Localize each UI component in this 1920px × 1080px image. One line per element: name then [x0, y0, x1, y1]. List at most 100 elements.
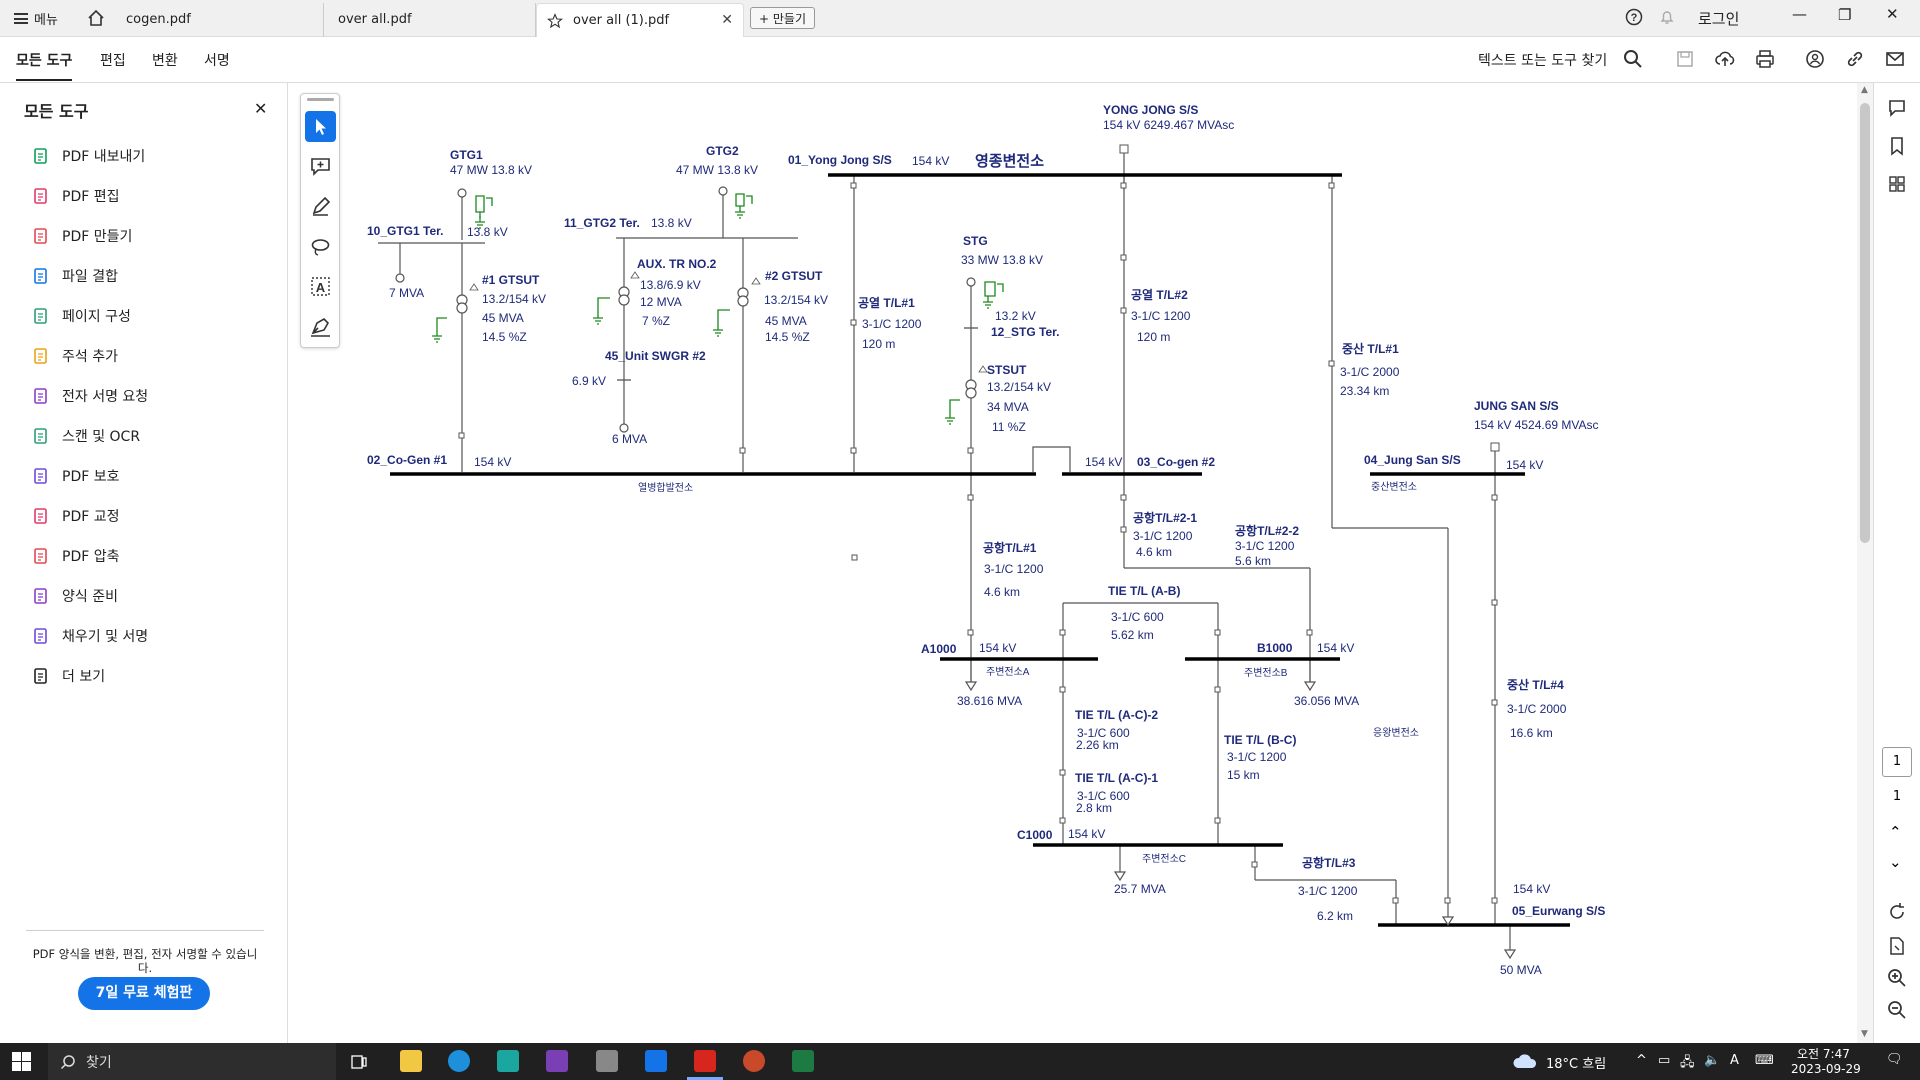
tie-ac2-l2: 2.26 km	[1076, 738, 1119, 752]
edit-pdf-icon	[32, 187, 50, 205]
sidebar-item-export-pdf[interactable]: PDF 내보내기	[32, 145, 145, 167]
sign-tool-button[interactable]	[305, 311, 336, 342]
free-trial-button[interactable]: 7일 무료 체험판	[78, 977, 210, 1010]
vertical-scrollbar[interactable]: ▲ ▼	[1857, 83, 1873, 1043]
ime-indicator[interactable]: A	[1730, 1053, 1739, 1068]
page-number-input[interactable]: 1	[1882, 747, 1912, 777]
gtg2-rating: 47 MW 13.8 kV	[676, 163, 758, 177]
bookmark-icon[interactable]	[1886, 135, 1908, 157]
next-page-icon[interactable]: ⌄	[1889, 853, 1902, 871]
sidebar-item-edit-pdf[interactable]: PDF 편집	[32, 185, 120, 207]
acrobat-icon[interactable]	[694, 1050, 716, 1072]
keyboard-icon[interactable]: ⌨	[1755, 1053, 1774, 1068]
powerpoint-icon[interactable]	[743, 1050, 765, 1072]
text-tool-button[interactable]: A	[305, 271, 336, 302]
sidebar-item-fill-sign[interactable]: 채우기 및 서명	[32, 625, 148, 647]
page-fit-icon[interactable]	[1886, 935, 1908, 957]
sidebar-item-organize-pages[interactable]: 페이지 구성	[32, 305, 131, 327]
zoom-in-icon[interactable]	[1886, 967, 1908, 989]
add-comment-button[interactable]	[305, 151, 336, 182]
scroll-down-icon[interactable]: ▼	[1861, 1029, 1868, 1039]
email-icon[interactable]	[1884, 48, 1906, 70]
load-arrows	[964, 681, 1517, 960]
document-canvas[interactable]	[289, 83, 1857, 1043]
app-blue-icon[interactable]	[645, 1050, 667, 1072]
help-icon[interactable]: ?	[1625, 8, 1643, 26]
sidebar-item-redact-pdf[interactable]: PDF 교정	[32, 505, 120, 527]
weather-text[interactable]: 18°C 흐림	[1546, 1057, 1607, 1072]
menu-edit[interactable]: 편집	[100, 53, 126, 69]
sidebar-item-protect-pdf[interactable]: PDF 보호	[32, 465, 120, 487]
find-tools-search[interactable]: 텍스트 또는 도구 찾기	[1478, 53, 1608, 69]
a1000-kr: 주변전소A	[986, 666, 1030, 678]
rotate-icon[interactable]	[1886, 901, 1908, 923]
menu-sign[interactable]: 서명	[204, 53, 230, 69]
app-device-icon[interactable]	[596, 1050, 618, 1072]
scroll-up-icon[interactable]: ▲	[1861, 85, 1868, 95]
file-explorer-icon[interactable]	[400, 1050, 422, 1072]
select-tool-button[interactable]	[305, 111, 336, 142]
prev-page-icon[interactable]: ⌃	[1889, 823, 1902, 841]
scrollbar-thumb[interactable]	[1860, 103, 1870, 543]
login-button[interactable]: 로그인	[1698, 10, 1740, 28]
sidebar-item-compress-pdf[interactable]: PDF 압축	[32, 545, 120, 567]
menu-button[interactable]: 메뉴	[14, 9, 58, 28]
excel-icon[interactable]	[792, 1050, 814, 1072]
close-window-icon[interactable]: ✕	[1886, 5, 1899, 23]
link-icon[interactable]	[1844, 48, 1866, 70]
cloud-weather-icon	[1513, 1054, 1537, 1068]
notification-icon[interactable]: 🗨	[1886, 1052, 1903, 1067]
new-tab-button[interactable]: + 만들기	[750, 7, 815, 29]
sidebar-item-create-pdf[interactable]: PDF 만들기	[32, 225, 132, 247]
sidebar-item-combine-files[interactable]: 파일 결합	[32, 265, 118, 287]
share-user-icon[interactable]	[1804, 48, 1826, 70]
tray-chevron-icon[interactable]: ^	[1636, 1053, 1647, 1068]
sidebar-item-prepare-form[interactable]: 양식 준비	[32, 585, 118, 607]
sidebar-item-more-tools[interactable]: 더 보기	[32, 665, 105, 687]
sidebar-item-request-esign[interactable]: 전자 서명 요청	[32, 385, 148, 407]
clock-date[interactable]: 2023-09-29	[1791, 1062, 1861, 1076]
taskbar-search[interactable]: 찾기	[48, 1043, 336, 1080]
close-tab-icon[interactable]: ✕	[721, 12, 733, 28]
menu-all-tools[interactable]: 모든 도구	[16, 50, 73, 81]
tab-over-all[interactable]: over all.pdf	[324, 3, 536, 37]
tie-ab-label: TIE T/L (A-B)	[1108, 584, 1180, 598]
network-icon[interactable]: 🖧	[1680, 1055, 1695, 1070]
maximize-icon[interactable]: ❐	[1838, 6, 1852, 24]
sidebar-item-comment[interactable]: 주석 추가	[32, 345, 118, 367]
sidebar-item-scan-ocr[interactable]: 스캔 및 OCR	[32, 425, 140, 447]
tray-app-icon[interactable]: ▭	[1658, 1053, 1671, 1068]
combine-files-icon	[32, 267, 50, 285]
panel-handle[interactable]	[307, 98, 334, 101]
buses	[390, 173, 1570, 927]
zoom-out-icon[interactable]	[1886, 999, 1908, 1021]
thumbnails-icon[interactable]	[1886, 173, 1908, 195]
print-icon[interactable]	[1754, 48, 1776, 70]
menu-convert[interactable]: 변환	[152, 53, 178, 69]
tab-over-all-1[interactable]: over all (1).pdf ✕	[536, 3, 744, 37]
cloud-upload-icon[interactable]	[1714, 48, 1736, 70]
minimize-icon[interactable]: —	[1792, 5, 1807, 23]
tab-cogen[interactable]: cogen.pdf	[112, 3, 324, 37]
windows-start-icon[interactable]	[12, 1052, 31, 1071]
bell-icon[interactable]	[1658, 8, 1676, 26]
home-icon[interactable]	[86, 8, 106, 28]
app-dq-icon[interactable]	[497, 1050, 519, 1072]
save-icon[interactable]	[1674, 48, 1696, 70]
task-view-icon[interactable]	[350, 1053, 368, 1071]
highlight-tool-button[interactable]	[305, 191, 336, 222]
auxtr-l3: 7 %Z	[642, 314, 670, 328]
search-icon[interactable]	[1622, 48, 1644, 70]
volume-icon[interactable]: 🔈	[1704, 1053, 1721, 1068]
draw-tool-button[interactable]	[305, 231, 336, 262]
stsut-l3: 11 %Z	[992, 420, 1026, 434]
sidebar-item-label: 전자 서명 요청	[62, 389, 149, 405]
edge-browser-icon[interactable]	[448, 1050, 470, 1072]
star-icon[interactable]	[547, 13, 563, 29]
close-sidebar-icon[interactable]: ✕	[254, 99, 268, 118]
onenote-icon[interactable]	[546, 1050, 568, 1072]
tl1-l2: 120 m	[862, 337, 895, 351]
comment-plus-icon	[311, 158, 330, 176]
comments-icon[interactable]	[1886, 97, 1908, 119]
clock-time[interactable]: 오전 7:47	[1797, 1047, 1850, 1061]
